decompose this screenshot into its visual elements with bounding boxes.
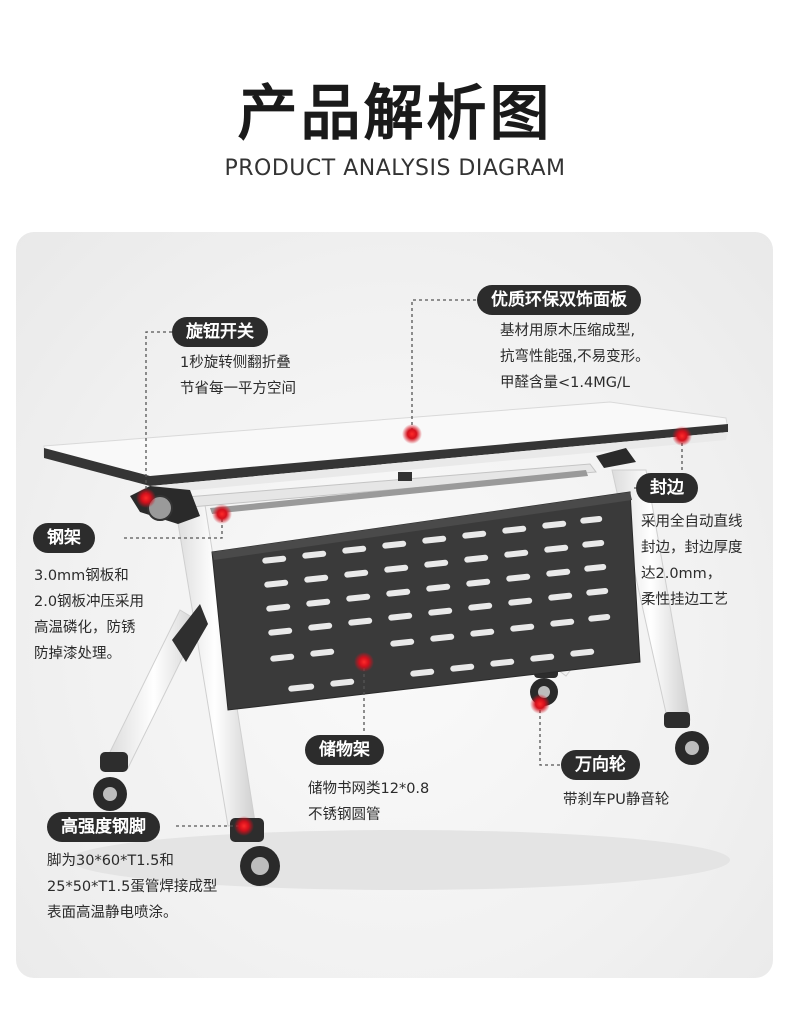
front-legs [100, 504, 264, 842]
knob-switch-label: 旋钮开关 [172, 317, 268, 347]
page-subtitle: PRODUCT ANALYSIS DIAGRAM [224, 156, 566, 181]
board-label: 优质环保双饰面板 [477, 285, 641, 315]
knob-switch-description: 1秒旋转侧翻折叠 节省每一平方空间 [180, 355, 296, 397]
steel-frame-description: 3.0mm钢板和 2.0钢板冲压采用 高温磷化，防锈 防掉漆处理。 [34, 568, 145, 662]
edge-banding-description: 采用全自动直线 封边，封边厚度 达2.0mm， 柔性挂边工艺 [641, 514, 743, 608]
steel-frame-label: 钢架 [33, 523, 95, 553]
caster-wheel-label: 万向轮 [561, 750, 640, 780]
storage-rack-description: 储物书网类12*0.8 不锈钢圆管 [308, 781, 430, 823]
storage-rack-label: 储物架 [305, 735, 384, 765]
caster-wheel-description: 带刹车PU静音轮 [563, 792, 670, 808]
edge-banding-label: 封边 [636, 473, 698, 503]
tabletop [43, 401, 729, 494]
storage-panel [211, 491, 641, 711]
steel-legs-description: 脚为30*60*T1.5和 25*50*T1.5蛋管焊接成型 表面高温静电喷涂。 [47, 853, 218, 921]
board-description: 基材用原木压缩成型, 抗弯性能强,不易变形。 甲醛含量<1.4MG/L [500, 323, 650, 391]
caster-wheels [93, 678, 709, 886]
page-title: 产品解析图 [237, 79, 553, 149]
floor-shadow [70, 830, 730, 890]
steel-legs-label: 高强度钢脚 [47, 812, 160, 842]
hotspot-markers [136, 424, 692, 836]
frame-rail [149, 463, 597, 514]
